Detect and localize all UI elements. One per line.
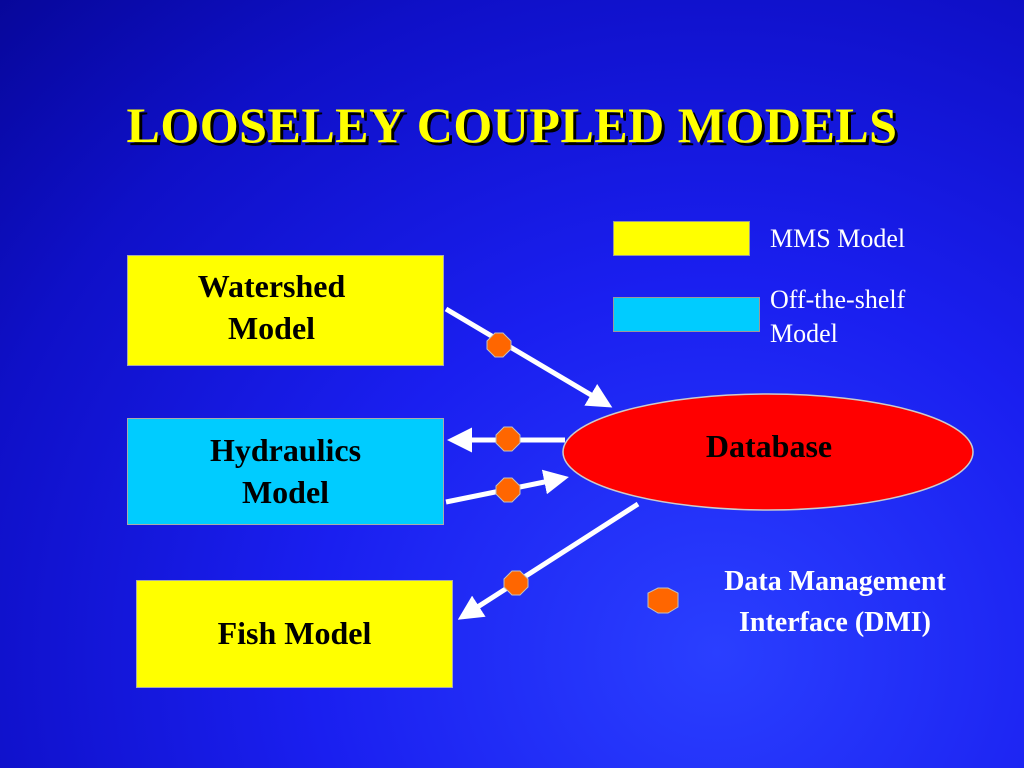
legend-off-the-shelf-line1: Off-the-shelf <box>770 285 906 314</box>
legend-off-the-shelf-label: Off-the-shelf Model <box>770 283 905 351</box>
watershed-model-label: Watershed Model <box>198 266 346 349</box>
database-label: Database <box>705 428 833 464</box>
arrow-database-to-fish <box>457 501 640 620</box>
slide-title: LOOSELEY COUPLED MODELS <box>126 97 898 153</box>
dmi-marker-watershed <box>486 332 512 358</box>
hydraulics-model-label: Hydraulics Model <box>210 430 361 513</box>
hydraulics-model-box: Hydraulics Model <box>127 418 444 525</box>
fish-model-label: Fish Model <box>217 615 372 652</box>
fish-model-box: Fish Model <box>136 580 453 688</box>
arrow-watershed-to-database <box>444 306 613 408</box>
dmi-marker-fish <box>503 570 529 596</box>
hydraulics-label-line1: Hydraulics <box>209 431 362 468</box>
dmi-label-line1: Data Management <box>724 566 946 597</box>
dmi-legend-marker <box>647 587 679 614</box>
dmi-label-line2: Interface (DMI) <box>738 606 932 638</box>
dmi-marker-hydraulics-out <box>495 477 521 503</box>
hydraulics-label-line2: Model <box>241 473 330 510</box>
watershed-model-box: Watershed Model <box>127 255 444 366</box>
legend-off-the-shelf-swatch <box>613 297 760 332</box>
watershed-label-line2: Model <box>227 309 316 346</box>
legend-mms-swatch <box>613 221 750 256</box>
dmi-legend-label: Data Management Interface (DMI) <box>690 562 980 643</box>
database-ellipse <box>562 393 974 511</box>
legend-off-the-shelf-line2: Model <box>770 318 838 348</box>
watershed-label-line1: Watershed <box>197 268 346 304</box>
legend-mms-label: MMS Model <box>770 224 906 253</box>
dmi-marker-hydraulics-in <box>495 426 521 452</box>
